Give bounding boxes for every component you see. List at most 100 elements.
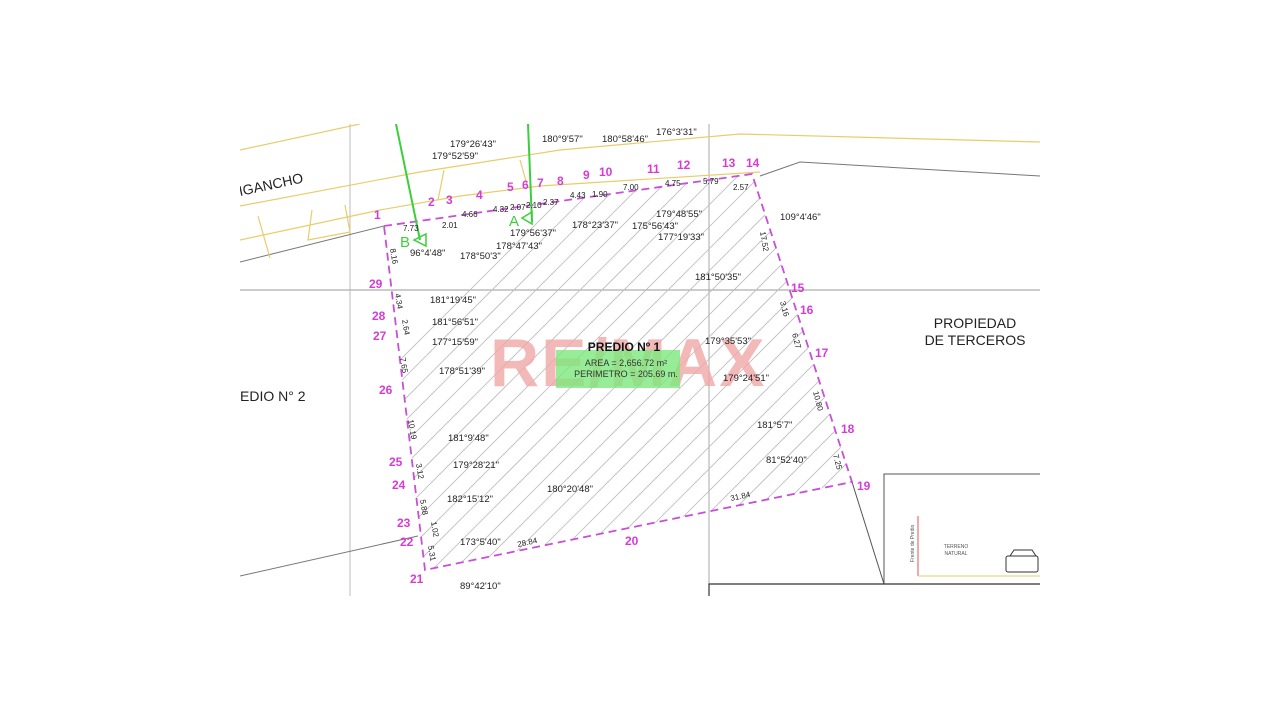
point-label: 23 — [397, 516, 411, 530]
property-line — [240, 225, 385, 263]
distance-label: 31.84 — [730, 490, 752, 503]
angle-label: 181°5'7" — [757, 420, 792, 431]
section-line-b — [395, 124, 421, 241]
hatch-line — [531, 174, 852, 570]
angle-label: 177°19'33" — [658, 232, 704, 243]
point-label: 10 — [599, 165, 613, 179]
distance-label: 3.12 — [414, 463, 426, 480]
hatch-line — [1038, 160, 1280, 580]
point-label: 3 — [446, 193, 453, 207]
point-label: 25 — [389, 455, 403, 469]
distance-label: 7.00 — [623, 183, 639, 192]
section-arrow-icon — [412, 232, 427, 248]
distance-label: 6.27 — [790, 332, 803, 350]
angle-label: 180°20'48" — [547, 484, 593, 495]
distance-label: 4.66 — [462, 210, 478, 219]
angle-label: 89°42'10" — [460, 581, 501, 592]
hatch-line — [928, 160, 1280, 580]
angle-label: 109°4'46" — [780, 212, 821, 223]
distance-label: 5.31 — [426, 545, 438, 562]
point-label: 28 — [372, 309, 386, 323]
distance-label: 4.34 — [393, 293, 405, 310]
distance-label: 3.16 — [778, 300, 791, 318]
point-label: 29 — [369, 277, 383, 291]
point-label: 24 — [392, 478, 406, 492]
angle-label: 178°47'43" — [496, 241, 542, 252]
angle-label: 181°50'35" — [695, 272, 741, 283]
hatch-line — [384, 174, 623, 570]
point-label: 15 — [791, 281, 805, 295]
distance-label: 4.32 — [493, 205, 509, 214]
angle-label: 180°58'46" — [602, 134, 648, 145]
hatch-line — [384, 174, 667, 570]
distance-label: 2.64 — [400, 319, 412, 336]
point-label: 11 — [647, 162, 660, 176]
distance-label: 2.57 — [733, 183, 749, 192]
point-label: 13 — [722, 156, 736, 170]
point-label: 21 — [410, 572, 424, 586]
angle-label: 181°19'45" — [430, 295, 476, 306]
hatch-line — [729, 174, 852, 570]
angle-label: 179°28'21" — [453, 460, 499, 471]
distance-label: 2.07 — [510, 203, 526, 212]
neighbor-label: DE TERCEROS — [925, 332, 1026, 348]
point-label: 22 — [400, 535, 414, 549]
distance-label: 17.52 — [758, 231, 770, 253]
property-line — [240, 535, 419, 577]
point-label: 14 — [746, 156, 760, 170]
lot-label-box — [556, 350, 680, 388]
distance-label: 7.65 — [398, 357, 410, 374]
angle-label: 81°52'40" — [766, 455, 807, 466]
angle-label: 178°23'37" — [572, 220, 618, 231]
point-label: 6 — [522, 178, 529, 192]
hatch-line — [384, 174, 733, 570]
hatch-line — [773, 174, 852, 570]
angle-label: 182°15'12" — [447, 494, 493, 505]
point-label: 17 — [815, 346, 829, 360]
angle-label: 179°56'37" — [510, 228, 556, 239]
distance-label: 2.37 — [543, 198, 559, 207]
car-icon — [1005, 549, 1039, 573]
road — [240, 124, 1040, 259]
angle-label: 181°56'51" — [432, 317, 478, 328]
section-b-label: B — [400, 234, 410, 251]
hatch-line — [1148, 160, 1280, 580]
hatch-line — [1170, 160, 1280, 580]
hatch-line — [906, 160, 1280, 580]
point-label: 20 — [625, 534, 639, 548]
angle-label: 178°51'39" — [439, 366, 485, 377]
angle-label: 178°50'3" — [460, 251, 501, 262]
distance-label: 1.02 — [429, 521, 441, 538]
hatch-line — [384, 174, 689, 570]
hatch-line — [1126, 160, 1280, 580]
section-frame — [708, 583, 1040, 596]
hatch-line — [1016, 160, 1280, 580]
distance-label: 7.25 — [831, 453, 844, 471]
point-label: 4 — [476, 188, 483, 202]
terreno-label: TERRENO — [944, 544, 969, 550]
angle-label: 181°9'48" — [448, 433, 489, 444]
angle-label: 96°4'48" — [410, 248, 445, 259]
point-label: 12 — [677, 158, 691, 172]
point-label: 27 — [373, 329, 387, 343]
angle-label: 179°26'43" — [450, 139, 496, 150]
section-a-label: A — [509, 213, 519, 230]
point-label: 16 — [800, 303, 814, 317]
hatch-line — [839, 174, 852, 570]
neighbor-label: PROPIEDAD — [934, 315, 1016, 331]
angle-label: 175°56'43" — [632, 221, 678, 232]
hatch-line — [972, 160, 1280, 580]
angle-label: 179°24'51" — [723, 373, 769, 384]
distance-label: 28.84 — [517, 536, 539, 549]
distance-label: 4.75 — [665, 179, 681, 188]
hatch-line — [575, 174, 852, 570]
section-frame — [851, 473, 1040, 585]
hatch-line — [553, 174, 852, 570]
hatch-line — [1104, 160, 1280, 580]
angle-label: 177°15'59" — [432, 337, 478, 348]
angle-label: 180°9'57" — [542, 134, 583, 145]
section-arrow-icon — [520, 210, 533, 226]
section-line-a — [527, 124, 533, 223]
hatch-line — [884, 160, 1280, 580]
